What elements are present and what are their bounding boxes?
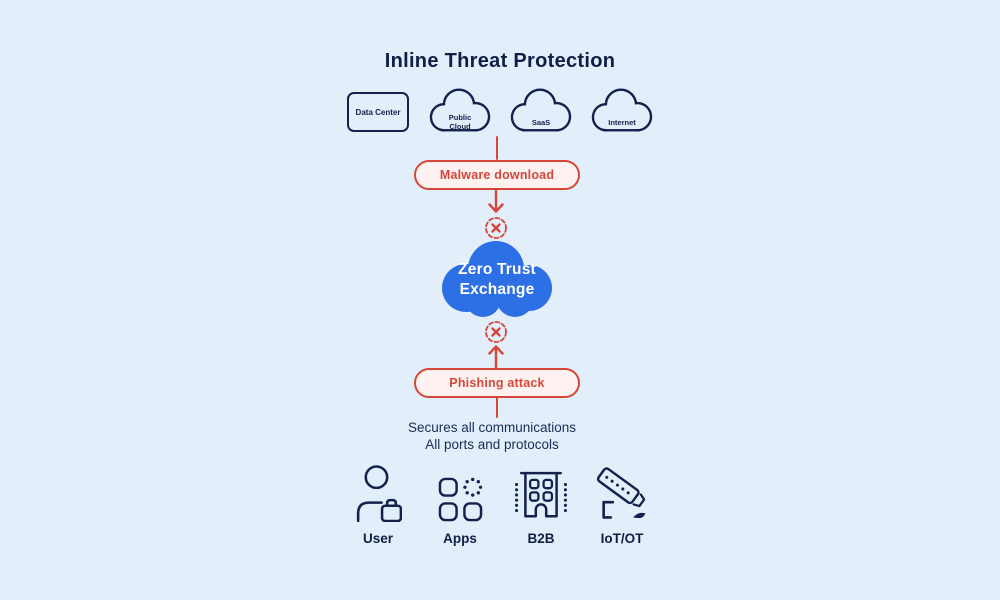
blocked-circle-x-icon [484,320,508,344]
destination-iot-ot: IoT/OT [577,464,667,546]
destination-label: B2B [527,531,555,546]
connector-line [495,136,498,160]
source-internet: Internet [577,86,667,136]
connector-line [495,397,498,418]
cloud-outline-icon [589,86,655,136]
destination-label: Apps [443,531,477,546]
cloud-outline-icon [508,86,574,136]
source-label: Data Center [355,107,401,117]
person-briefcase-icon [356,465,402,522]
page-title: Inline Threat Protection [384,50,616,72]
destination-label: IoT/OT [600,531,644,546]
threat-badge-malware: Malware download [414,160,580,190]
destination-label: User [362,531,394,546]
caption-line1: Secures all communications [407,420,577,435]
source-data-center: Data Center [333,92,423,132]
arrow-up-icon [488,345,504,369]
threat-badge-phishing: Phishing attack [414,368,580,398]
building-icon [515,471,567,518]
cloud-outline-icon [427,86,493,136]
threat-label: Phishing attack [449,376,545,390]
data-center-box-icon: Data Center [347,92,409,132]
destination-apps: Apps [415,464,505,546]
blocked-circle-x-icon [484,216,508,240]
zero-trust-exchange-cloud-icon [442,241,552,317]
caption-line2: All ports and protocols [425,436,559,452]
destination-user: User [333,464,423,546]
threat-label: Malware download [439,168,555,182]
caption: Secures all communications All ports and… [377,420,607,453]
destination-b2b: B2B [496,464,586,546]
source-saas: SaaS [496,86,586,136]
app-grid-icon [438,477,482,522]
source-public-cloud: Public Cloud [415,86,505,136]
arrow-down-icon [488,189,504,213]
cctv-camera-icon [596,467,645,519]
